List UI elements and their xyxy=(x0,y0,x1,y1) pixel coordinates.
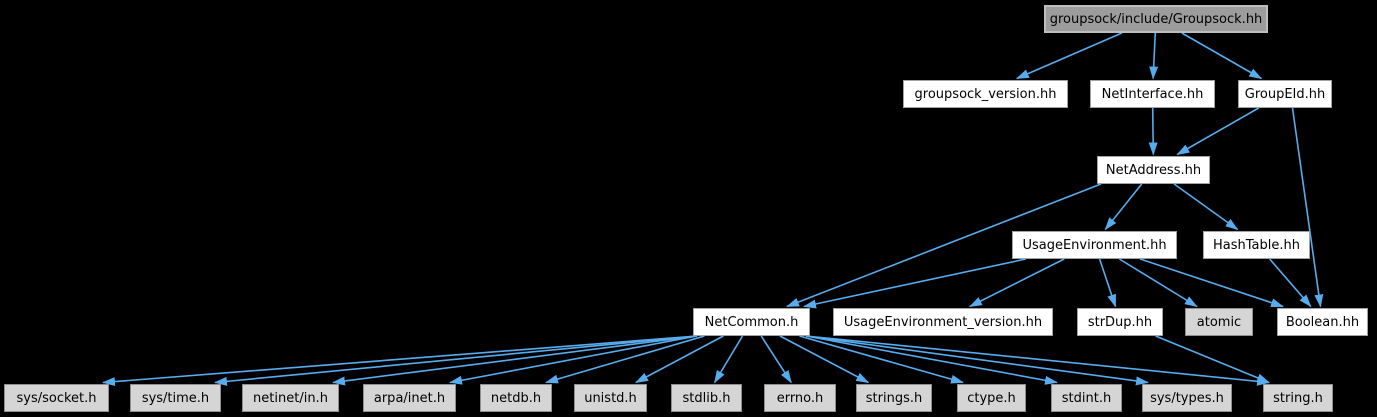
edge-netcommon-to-sys-time xyxy=(214,335,698,386)
node-netdb: netdb.h xyxy=(480,384,552,412)
edge-groupeid-to-netaddress xyxy=(1176,107,1260,156)
node-atomic: atomic xyxy=(1185,308,1253,336)
node-label: netdb.h xyxy=(490,390,542,406)
edge-netcommon-to-strings xyxy=(779,335,870,384)
node-arpa-inet: arpa/inet.h xyxy=(363,384,456,412)
node-netinterface[interactable]: NetInterface.hh xyxy=(1090,80,1215,108)
node-usageenvironment[interactable]: UsageEnvironment.hh xyxy=(1012,231,1177,259)
node-label: UsageEnvironment_version.hh xyxy=(843,314,1043,330)
node-label: sys/socket.h xyxy=(16,390,97,406)
edge-netcommon-to-unistd xyxy=(635,335,724,384)
node-label: sys/time.h xyxy=(141,390,210,406)
edge-netaddress-to-usageenvironment xyxy=(1104,183,1143,231)
edge-usageenvironment-to-strdup xyxy=(1098,258,1117,308)
edge-groupsock-to-groupsock-version xyxy=(1015,32,1123,80)
edge-usageenvironment-to-netcommon xyxy=(803,258,1027,309)
node-groupsock-version[interactable]: groupsock_version.hh xyxy=(903,80,1068,108)
node-label: groupsock/include/Groupsock.hh xyxy=(1049,11,1263,27)
node-label: GroupEId.hh xyxy=(1244,86,1326,102)
node-strdup[interactable]: strDup.hh xyxy=(1077,308,1163,336)
node-label: netinet/in.h xyxy=(253,390,328,406)
node-sys-socket: sys/socket.h xyxy=(4,384,109,412)
node-label: NetCommon.h xyxy=(704,314,799,330)
edge-netcommon-to-errno xyxy=(760,335,792,384)
node-stdlib: stdlib.h xyxy=(671,384,742,412)
node-label: string.h xyxy=(1273,390,1323,406)
node-ctype: ctype.h xyxy=(957,384,1026,412)
node-strings: strings.h xyxy=(856,384,932,412)
edge-hashtable-to-boolean xyxy=(1269,258,1312,308)
node-label: errno.h xyxy=(776,390,824,406)
node-label: stdint.h xyxy=(1061,390,1112,406)
node-label: NetInterface.hh xyxy=(1101,86,1204,102)
node-label: UsageEnvironment.hh xyxy=(1022,237,1167,253)
edge-groupsock-to-netinterface xyxy=(1149,32,1159,80)
node-label: stdlib.h xyxy=(682,390,731,406)
node-label: sys/types.h xyxy=(1150,390,1224,406)
edge-groupsock-to-groupeid xyxy=(1181,32,1263,80)
node-sys-time: sys/time.h xyxy=(130,384,221,412)
edge-netcommon-to-netinet-in xyxy=(332,335,698,386)
edge-groupeid-to-boolean xyxy=(1291,107,1324,308)
edge-netcommon-to-netdb xyxy=(545,335,705,384)
edge-netcommon-to-ctype xyxy=(799,335,964,384)
node-label: NetAddress.hh xyxy=(1105,162,1202,178)
node-label: strDup.hh xyxy=(1087,314,1153,330)
node-groupsock: groupsock/include/Groupsock.hh xyxy=(1044,5,1268,33)
edge-usageenvironment-to-boolean xyxy=(1139,258,1284,308)
edge-netcommon-to-arpa-inet xyxy=(449,335,698,385)
node-sys-types: sys/types.h xyxy=(1142,384,1232,412)
node-hashtable[interactable]: HashTable.hh xyxy=(1203,231,1310,259)
edge-netcommon-to-sys-socket xyxy=(102,335,698,387)
edge-netcommon-to-stdint xyxy=(805,335,1058,385)
edge-strdup-to-string xyxy=(1155,335,1270,384)
node-netaddress[interactable]: NetAddress.hh xyxy=(1097,156,1210,184)
node-label: Boolean.hh xyxy=(1285,314,1360,330)
node-groupeid[interactable]: GroupEId.hh xyxy=(1238,80,1332,108)
edge-netaddress-to-hashtable xyxy=(1173,183,1239,231)
node-netinet-in: netinet/in.h xyxy=(242,384,339,412)
node-unistd: unistd.h xyxy=(574,384,647,412)
node-ue-version[interactable]: UsageEnvironment_version.hh xyxy=(833,308,1053,336)
edge-netcommon-to-stdlib xyxy=(713,335,744,384)
edge-netinterface-to-netaddress xyxy=(1148,107,1158,156)
node-label: groupsock_version.hh xyxy=(914,86,1057,102)
edge-usageenvironment-to-atomic xyxy=(1118,258,1198,308)
node-errno: errno.h xyxy=(764,384,836,412)
edge-netcommon-to-sys-types xyxy=(805,335,1149,386)
node-boolean[interactable]: Boolean.hh xyxy=(1277,308,1368,336)
edge-netcommon-to-string xyxy=(805,335,1270,386)
node-string: string.h xyxy=(1263,384,1333,412)
node-label: strings.h xyxy=(865,390,923,406)
edge-usageenvironment-to-ue-version xyxy=(969,258,1065,308)
node-stdint: stdint.h xyxy=(1051,384,1122,412)
node-label: unistd.h xyxy=(584,390,637,406)
node-label: ctype.h xyxy=(967,390,1016,406)
node-label: atomic xyxy=(1196,314,1242,330)
node-label: arpa/inet.h xyxy=(373,390,446,406)
node-netcommon[interactable]: NetCommon.h xyxy=(693,308,810,336)
node-label: HashTable.hh xyxy=(1213,237,1300,253)
